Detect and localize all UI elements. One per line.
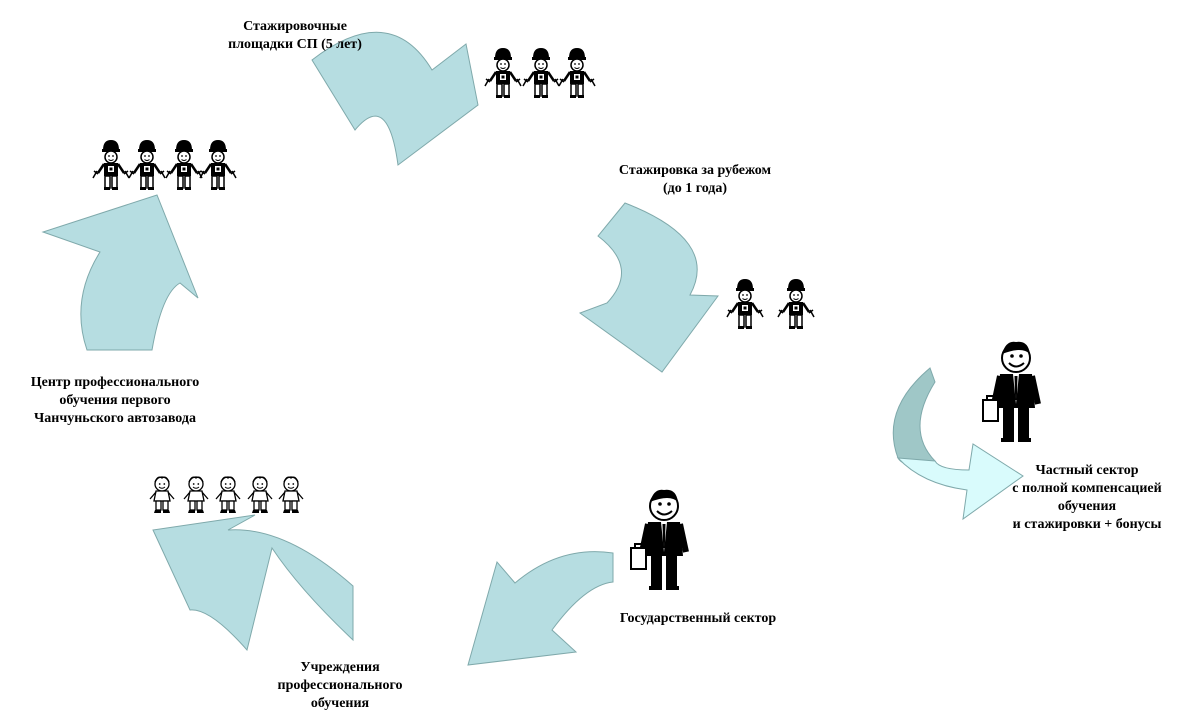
worker-helmet-icon <box>91 138 131 192</box>
student-child-icon <box>149 476 175 514</box>
arrow-to-state-sector <box>467 551 614 666</box>
vocational-institutions-label: Учреждения профессионального обучения <box>277 660 403 711</box>
worker-helmet-icon <box>198 138 238 192</box>
businessman-briefcase-icon <box>631 490 686 590</box>
left-workers-group <box>91 138 238 192</box>
arrow-to-private-sector-light <box>896 443 1024 521</box>
internship-sites-label: Стажировочные площадки СП (5 лет) <box>228 19 362 52</box>
businessman-briefcase-icon <box>983 342 1038 442</box>
arrow-to-training-center <box>41 194 199 351</box>
worker-helmet-icon <box>725 277 765 331</box>
worker-helmet-icon <box>521 46 561 100</box>
worker-helmet-icon <box>483 46 523 100</box>
student-child-icon <box>247 476 273 514</box>
arrow-to-vocational-institutions <box>152 514 354 652</box>
arrow-to-private-sector-dark <box>892 367 936 466</box>
arrow-to-abroad <box>578 202 719 373</box>
training-center-label: Центр профессионального обучения первого… <box>30 375 200 426</box>
students-group <box>149 476 304 514</box>
student-child-icon <box>183 476 209 514</box>
worker-helmet-icon <box>127 138 167 192</box>
student-child-icon <box>278 476 304 514</box>
state-sector-label: Государственный сектор <box>619 611 777 626</box>
worker-helmet-icon <box>557 46 597 100</box>
private-sector-label: Частный сектор с полной компенсацией обу… <box>1012 463 1162 532</box>
student-child-icon <box>215 476 241 514</box>
worker-helmet-icon <box>164 138 204 192</box>
top-workers-group <box>483 46 597 100</box>
arrow-to-internship-sites <box>311 31 479 166</box>
worker-helmet-icon <box>776 277 816 331</box>
right-workers-group <box>725 277 816 331</box>
abroad-internship-label: Стажировка за рубежом (до 1 года) <box>618 163 772 196</box>
